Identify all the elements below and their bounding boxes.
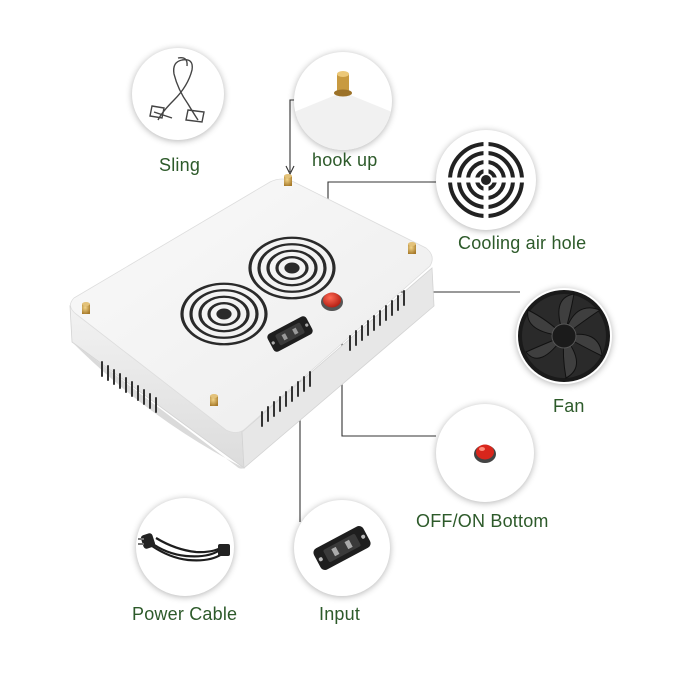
brass-hook-top xyxy=(284,174,292,186)
brass-hook-left xyxy=(82,302,90,314)
vent-grille-icon xyxy=(444,138,528,222)
brass-hook-right xyxy=(408,242,416,254)
off-on-bottom-callout xyxy=(436,404,534,502)
power-input-socket[interactable] xyxy=(266,315,314,353)
input-label: Input xyxy=(319,604,361,624)
power-socket-icon xyxy=(313,526,371,570)
sling-callout xyxy=(132,48,224,140)
off-on-bottom-label: OFF/ON Bottom xyxy=(416,511,549,531)
sling-wire-icon xyxy=(149,56,205,123)
power-switch[interactable] xyxy=(321,292,343,312)
brass-hook-icon xyxy=(294,71,392,150)
right-side-vents-lower xyxy=(261,371,311,427)
fan-vent-bottom xyxy=(180,282,268,346)
fan-vent-top xyxy=(248,236,336,300)
right-side-vents-upper xyxy=(349,290,405,351)
hook-up-callout xyxy=(294,52,392,150)
power-cable-label: Power Cable xyxy=(132,604,238,624)
fan-callout xyxy=(516,288,612,384)
cooling-air-hole-label: Cooling air hole xyxy=(458,233,587,253)
cooling-air-hole-callout xyxy=(436,130,536,230)
fan-icon xyxy=(518,290,610,382)
brass-hook-bottom xyxy=(210,394,218,406)
hook-up-label: hook up xyxy=(312,150,378,170)
left-side-vents xyxy=(101,361,157,413)
power-switch-icon xyxy=(474,444,496,463)
fan-label: Fan xyxy=(553,396,585,416)
power-cable-callout xyxy=(136,498,234,596)
sling-label: Sling xyxy=(159,155,201,175)
housing-top-face xyxy=(70,178,433,433)
input-callout xyxy=(294,500,390,596)
hook-up-leader-arrow xyxy=(285,165,295,176)
power-cable-icon xyxy=(138,533,230,562)
